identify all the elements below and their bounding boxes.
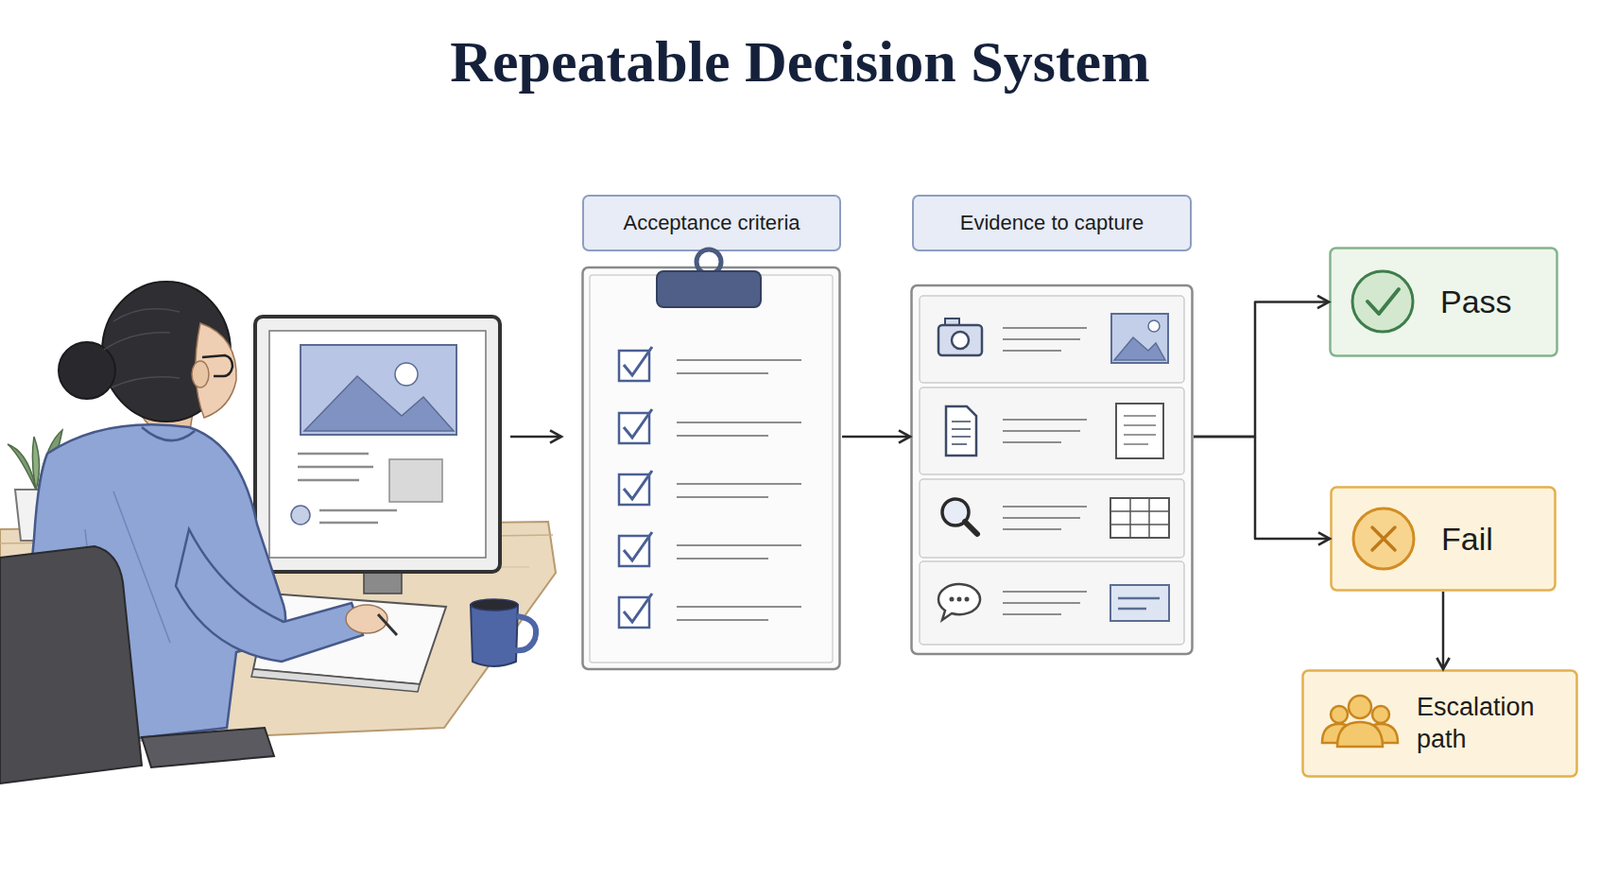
text-lines bbox=[1002, 506, 1087, 530]
notebook-edge bbox=[251, 669, 420, 692]
clip bbox=[656, 271, 761, 308]
speech-bubble-icon bbox=[938, 584, 981, 620]
text-lines bbox=[1002, 419, 1087, 443]
document-lines bbox=[1123, 415, 1156, 445]
pen bbox=[378, 614, 397, 636]
pass-icon bbox=[1352, 271, 1413, 332]
document-icon bbox=[946, 406, 977, 456]
text-lines bbox=[1002, 591, 1087, 615]
flow-connector bbox=[842, 435, 911, 439]
flow-arrow bbox=[510, 435, 562, 439]
card-thumbnail bbox=[1110, 584, 1170, 621]
screen-lines bbox=[319, 510, 397, 523]
chair-back bbox=[0, 546, 142, 784]
diagram-node: Escalation path bbox=[1301, 669, 1579, 778]
person-head bbox=[1330, 705, 1348, 723]
plant-leaf bbox=[32, 436, 39, 490]
card-lines bbox=[1118, 598, 1160, 609]
table-thumbnail bbox=[1110, 498, 1170, 538]
mug-handle bbox=[515, 616, 536, 651]
flow-connector bbox=[1442, 591, 1446, 670]
magnifier-handle bbox=[964, 521, 978, 534]
plant-leaf bbox=[7, 444, 36, 490]
checkmark bbox=[623, 532, 653, 561]
diagram-node: Fail bbox=[1329, 485, 1557, 592]
person-head bbox=[1372, 705, 1390, 723]
screen-mountain bbox=[304, 376, 454, 431]
pass-check bbox=[1367, 289, 1399, 314]
node-outline bbox=[1301, 669, 1579, 778]
screen-box bbox=[389, 459, 443, 502]
monitor-screen bbox=[269, 330, 486, 558]
chair-arm bbox=[141, 727, 275, 768]
node-label: Fail bbox=[1441, 485, 1553, 592]
shirt-collar bbox=[141, 427, 195, 441]
speech-dot bbox=[949, 597, 955, 603]
node-outline bbox=[581, 193, 843, 671]
woman-ear bbox=[191, 361, 209, 388]
person-icon bbox=[1337, 722, 1383, 747]
image-mountain bbox=[1114, 337, 1166, 361]
clipboard bbox=[583, 267, 841, 670]
hair-strands bbox=[103, 309, 180, 388]
criteria-line bbox=[676, 483, 802, 498]
heading-pill bbox=[912, 195, 1191, 251]
document-thumbnail bbox=[1116, 403, 1164, 459]
checkmark bbox=[623, 409, 653, 438]
image-sun bbox=[1148, 320, 1160, 332]
evidence-row bbox=[919, 561, 1185, 645]
flow-connector bbox=[1193, 302, 1329, 438]
node-label: Evidence to capture bbox=[912, 195, 1191, 251]
heading-pill bbox=[583, 195, 841, 251]
node-label: Acceptance criteria bbox=[583, 195, 841, 251]
screen-lines bbox=[297, 453, 374, 481]
screen-sun bbox=[395, 362, 418, 386]
diagram-node: Acceptance criteria bbox=[581, 193, 843, 671]
diagram-title: Repeatable Decision System bbox=[0, 28, 1600, 96]
checkmark bbox=[623, 346, 653, 376]
evidence-row bbox=[919, 387, 1185, 475]
mug-top bbox=[470, 599, 518, 611]
clipboard-paper bbox=[589, 275, 833, 663]
criteria-line bbox=[676, 360, 802, 374]
checkmark bbox=[623, 593, 653, 622]
person-head bbox=[1348, 695, 1372, 719]
speech-dot bbox=[957, 597, 963, 603]
evidence-row bbox=[919, 479, 1185, 558]
screen-image bbox=[300, 344, 457, 435]
image-thumbnail bbox=[1111, 313, 1169, 363]
camera-lens bbox=[951, 331, 969, 349]
screen-avatar bbox=[291, 505, 310, 525]
node-label: Escalation path bbox=[1416, 669, 1568, 778]
criteria-line bbox=[676, 545, 802, 559]
diagram-node: Evidence to capture bbox=[910, 193, 1194, 656]
flow-connector bbox=[1193, 436, 1330, 539]
node-label: Pass bbox=[1440, 246, 1554, 358]
checkmark bbox=[623, 470, 653, 499]
glasses bbox=[202, 355, 233, 377]
criteria-line bbox=[676, 606, 802, 620]
mug bbox=[470, 604, 518, 667]
speech-dot bbox=[964, 597, 970, 603]
camera-icon bbox=[938, 325, 982, 356]
woman-arm bbox=[175, 529, 363, 662]
fail-icon bbox=[1353, 508, 1414, 569]
text-lines bbox=[1002, 327, 1087, 351]
diagram-node: Pass bbox=[1328, 246, 1559, 358]
escalation-box bbox=[1303, 670, 1578, 777]
table-grid bbox=[1110, 498, 1170, 538]
fail-cross bbox=[1372, 527, 1395, 551]
evidence-panel bbox=[911, 285, 1193, 654]
node-outline bbox=[910, 193, 1194, 656]
monitor-frame bbox=[255, 316, 500, 572]
criteria-line bbox=[676, 422, 802, 436]
hair-bun bbox=[58, 342, 116, 399]
evidence-row bbox=[919, 295, 1185, 383]
document-lines bbox=[951, 421, 971, 445]
